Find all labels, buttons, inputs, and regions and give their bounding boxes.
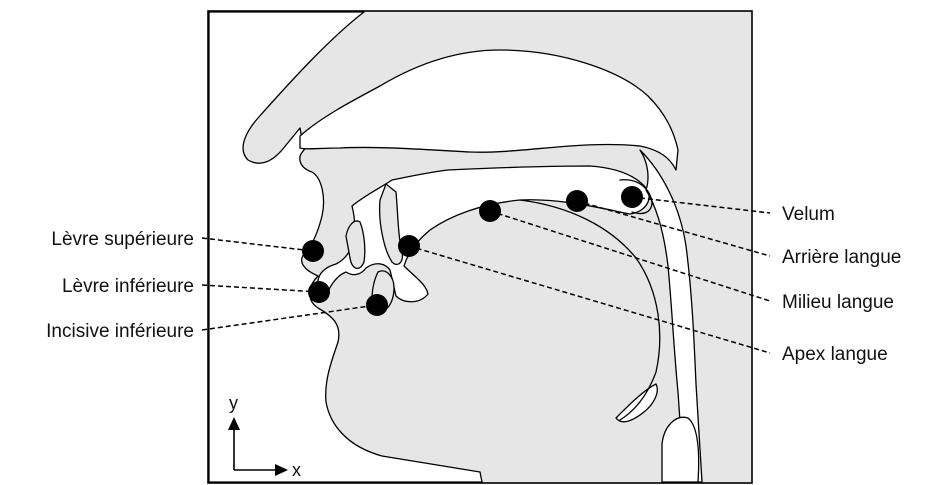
label-levre-superieure: Lèvre supérieure — [51, 229, 194, 250]
leader-levre-superieure — [201, 237, 314, 252]
leader-velum — [631, 196, 771, 214]
marker-velum — [621, 186, 643, 208]
marker-milieu-langue — [479, 200, 501, 222]
x-axis-label: x — [292, 460, 301, 480]
leader-incisive-inferieure — [201, 304, 378, 331]
tongue-back-outline — [519, 199, 661, 421]
nasal-cavity — [299, 49, 679, 171]
outside-region — [208, 11, 483, 483]
label-apex-langue: Apex langue — [782, 344, 888, 365]
marker-apex-langue — [398, 235, 420, 257]
leader-apex-langue — [408, 245, 771, 354]
x-axis-arrowhead — [275, 464, 288, 476]
label-arriere-langue: Arrière langue — [782, 247, 901, 268]
marker-levre-inferieure — [308, 281, 330, 303]
y-axis-arrowhead — [228, 417, 240, 430]
leader-levre-inferieure — [201, 284, 320, 293]
leader-milieu-langue — [489, 210, 771, 302]
label-levre-inferieure: Lèvre inférieure — [62, 276, 194, 297]
label-milieu-langue: Milieu langue — [782, 292, 894, 313]
label-velum: Velum — [782, 204, 835, 225]
marker-incisive-inferieure — [366, 294, 388, 316]
upper-incisor — [345, 220, 366, 269]
axis-indicator: y x — [228, 393, 301, 480]
upper-front-tooth — [378, 183, 404, 266]
y-axis-label: y — [229, 393, 238, 413]
velum-outline — [619, 179, 653, 215]
epiglottis — [615, 383, 658, 423]
marker-arriere-langue — [566, 190, 588, 212]
leader-arriere-langue — [576, 200, 771, 257]
larynx — [661, 416, 700, 483]
label-incisive-inferieure: Incisive inférieure — [46, 321, 194, 342]
marker-levre-superieure — [302, 240, 324, 262]
